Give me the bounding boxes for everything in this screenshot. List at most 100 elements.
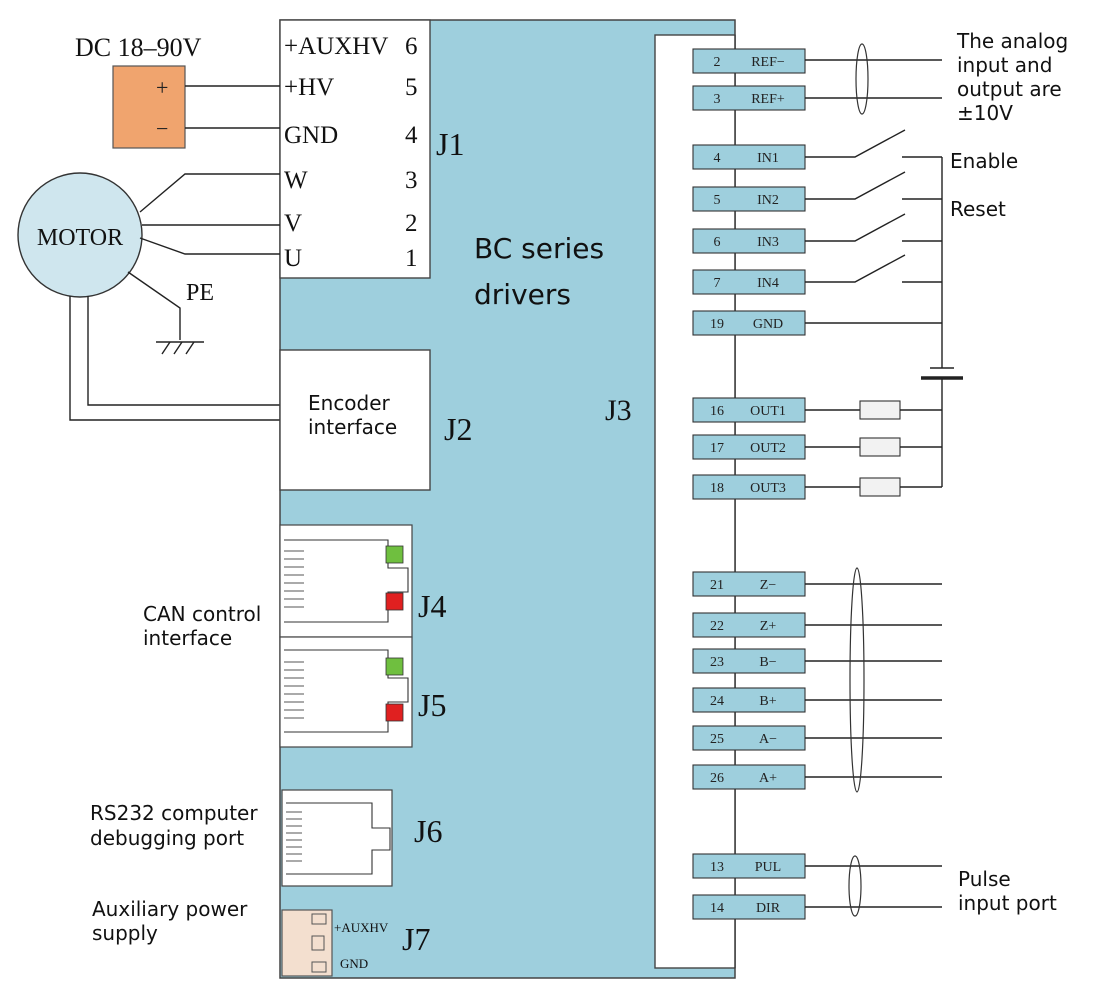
can-text-line2: interface	[143, 626, 232, 650]
j5-rj45-port	[279, 636, 413, 748]
j3-pin-number: 3	[714, 92, 721, 107]
j3-pin-name: B+	[759, 694, 776, 709]
j3-pin-box	[692, 648, 806, 674]
board-title-line2: drivers	[474, 278, 571, 311]
j3-pin-number: 13	[710, 860, 724, 875]
j4-label: J4	[418, 588, 446, 624]
j3-pin-name: OUT3	[750, 481, 786, 496]
j1-pin-name: U	[284, 245, 302, 272]
j3-strip	[654, 34, 736, 969]
j3-pin-number: 2	[714, 55, 721, 70]
j1-pin-number: 6	[405, 33, 418, 60]
motor-symbol	[17, 172, 143, 298]
j3-pin-name: OUT2	[750, 441, 786, 456]
j1-pin-name: GND	[284, 122, 338, 149]
j7-gnd-label: GND	[340, 956, 368, 971]
pulse-note-line2: input port	[958, 891, 1057, 915]
j1-pin-number: 4	[405, 122, 418, 149]
j3-pin-name: PUL	[755, 860, 781, 875]
analog-cable-shield	[855, 43, 869, 115]
j7-label: J7	[402, 921, 430, 957]
j3-pin-name: DIR	[756, 901, 781, 916]
motor-label: MOTOR	[37, 225, 123, 251]
j5-label: J5	[418, 687, 446, 723]
j3-pin-number: 21	[710, 578, 724, 593]
encoder-cable-shield	[849, 567, 865, 793]
power-supply-label: DC 18–90V	[75, 33, 202, 62]
j2-encoder-connector	[279, 349, 431, 491]
j3-pin-number: 5	[714, 193, 721, 208]
j4-rj45-port	[279, 524, 413, 638]
analog-note-line1: The analog	[956, 29, 1068, 53]
j3-pin-box	[692, 474, 806, 500]
j2-label: J2	[444, 411, 472, 447]
j3-pin-box	[692, 397, 806, 423]
encoder-text-line1: Encoder	[308, 391, 391, 415]
j4-activity-led	[385, 592, 404, 611]
j3-pin-name: A+	[759, 771, 777, 786]
j3-pin-number: 16	[710, 404, 724, 419]
j3-pin-box	[692, 571, 806, 597]
j1-pin-number: 5	[405, 74, 418, 101]
j3-pin-name: OUT1	[750, 404, 786, 419]
j1-pin-name: V	[284, 210, 302, 237]
j5-activity-led	[385, 703, 404, 722]
j3-pin-box	[692, 144, 806, 170]
j1-pin-number: 1	[405, 245, 418, 272]
j3-pin-number: 24	[710, 694, 724, 709]
j3-pin-box	[692, 853, 806, 879]
j3-pin-box	[692, 186, 806, 212]
j4-link-led	[385, 545, 404, 564]
ground-symbol	[156, 341, 204, 355]
j1-pin-name: +AUXHV	[284, 33, 388, 60]
j3-pin-number: 25	[710, 732, 724, 747]
analog-note-line4: ±10V	[957, 101, 1013, 125]
j7-aux-power-plug	[281, 909, 333, 977]
j3-pin-box	[692, 269, 806, 295]
power-supply-box	[112, 65, 186, 149]
j3-pin-box	[692, 310, 806, 336]
j3-pin-number: 22	[710, 619, 724, 634]
input-switches	[805, 129, 963, 487]
j3-pin-box	[692, 228, 806, 254]
j1-label: J1	[436, 126, 464, 162]
power-plus-terminal: +	[156, 75, 168, 100]
pulse-note-line1: Pulse	[958, 867, 1011, 891]
board-title-line1: BC series	[474, 232, 604, 265]
encoder-text-line2: interface	[308, 415, 397, 439]
j1-pin-name: W	[284, 167, 308, 194]
j3-pin-box	[692, 85, 806, 111]
j3-pin-box	[692, 612, 806, 638]
j3-pin-number: 23	[710, 655, 724, 670]
j1-pin-name: +HV	[284, 74, 334, 101]
j3-pin-name: IN1	[757, 151, 779, 166]
j3-pin-number: 19	[710, 317, 724, 332]
enable-label: Enable	[950, 149, 1018, 173]
analog-note-line3: output are	[957, 77, 1062, 101]
j3-pin-box	[692, 687, 806, 713]
j3-pin-name: GND	[753, 317, 783, 332]
j3-pin-name: REF−	[751, 55, 785, 70]
j3-pin-box	[692, 48, 806, 74]
j3-pin-name: IN2	[757, 193, 779, 208]
j1-pin-number: 2	[405, 210, 418, 237]
j3-pin-name: A−	[759, 732, 777, 747]
j1-pin-number: 3	[405, 167, 418, 194]
pe-label: PE	[186, 280, 214, 306]
reset-label: Reset	[950, 197, 1006, 221]
j5-link-led	[385, 657, 404, 676]
j3-pin-name: IN4	[757, 276, 779, 291]
aux-text-line1: Auxiliary power	[92, 897, 248, 921]
j1-connector	[279, 19, 431, 279]
encoder-output-lines	[805, 583, 942, 778]
j3-pin-number: 14	[710, 901, 724, 916]
j3-pin-number: 17	[710, 441, 724, 456]
j3-pin-number: 18	[710, 481, 724, 496]
j3-pin-box	[692, 434, 806, 460]
pulse-cable-shield	[848, 855, 862, 917]
j3-pin-number: 7	[714, 276, 721, 291]
j3-pin-number: 26	[710, 771, 724, 786]
